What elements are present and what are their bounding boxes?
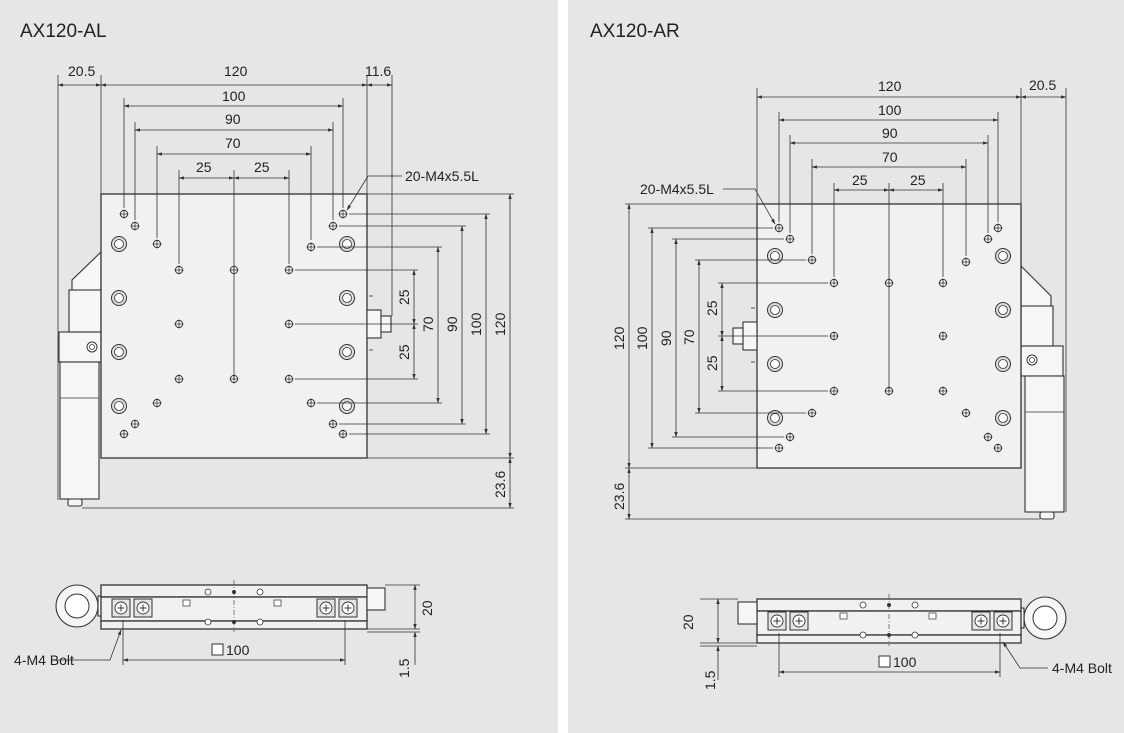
dim-23-6-v: 23.6 bbox=[611, 483, 627, 510]
square-dim: 100 bbox=[226, 642, 250, 658]
hole-note: 20-M4x5.5L bbox=[405, 168, 479, 184]
dim-70: 70 bbox=[225, 135, 241, 151]
left-dimensions bbox=[625, 203, 1040, 520]
dim-25-b: 25 bbox=[910, 172, 926, 188]
dim-11-6: 11.6 bbox=[365, 63, 391, 79]
dim-25-v-b: 25 bbox=[396, 344, 412, 360]
dim-100-v: 100 bbox=[634, 326, 650, 350]
dim-90-v: 90 bbox=[444, 316, 460, 332]
dim-25-v-a: 25 bbox=[704, 300, 720, 316]
dim-20-5: 20.5 bbox=[68, 63, 95, 79]
panel-title: AX120-AR bbox=[590, 21, 680, 42]
dim-120-v: 120 bbox=[611, 326, 627, 350]
dim-25-a: 25 bbox=[852, 172, 868, 188]
dim-25-a: 25 bbox=[196, 159, 212, 175]
dim-120-v: 120 bbox=[492, 312, 508, 336]
side-view-right bbox=[700, 594, 1067, 680]
dim-23-6-v: 23.6 bbox=[492, 471, 508, 498]
dim-100-v: 100 bbox=[468, 312, 484, 336]
dim-1-5-v: 1.5 bbox=[702, 670, 718, 690]
dim-70: 70 bbox=[882, 149, 898, 165]
dim-90-v: 90 bbox=[658, 330, 674, 346]
dim-70-v: 70 bbox=[420, 316, 436, 332]
hole-note-leader bbox=[723, 188, 776, 225]
dim-20-v: 20 bbox=[419, 600, 435, 616]
right-dimensions bbox=[82, 193, 514, 509]
top-dimensions bbox=[756, 88, 1067, 512]
hole-note-leader bbox=[346, 175, 402, 211]
bolt-note: 4-M4 Bolt bbox=[14, 652, 74, 668]
dim-20-5: 20.5 bbox=[1029, 77, 1056, 93]
top-dimensions bbox=[57, 75, 393, 500]
hole-note: 20-M4x5.5L bbox=[640, 181, 714, 197]
panel-title: AX120-AL bbox=[20, 21, 107, 42]
dim-90: 90 bbox=[882, 125, 898, 141]
dim-1-5-v: 1.5 bbox=[396, 658, 412, 678]
dim-90: 90 bbox=[225, 111, 241, 127]
dim-120: 120 bbox=[224, 63, 248, 79]
dim-100: 100 bbox=[222, 88, 246, 104]
dim-20-v: 20 bbox=[680, 614, 696, 630]
bolt-note: 4-M4 Bolt bbox=[1052, 660, 1112, 676]
micrometer-left bbox=[58, 250, 102, 507]
dim-70-v: 70 bbox=[681, 329, 697, 345]
dim-25-v-a: 25 bbox=[396, 289, 412, 305]
dim-100: 100 bbox=[878, 102, 902, 118]
dim-120: 120 bbox=[878, 78, 902, 94]
dim-25-v-b: 25 bbox=[704, 355, 720, 371]
side-view-left bbox=[55, 580, 420, 665]
square-dim: 100 bbox=[893, 654, 917, 670]
dim-25-b: 25 bbox=[254, 159, 270, 175]
